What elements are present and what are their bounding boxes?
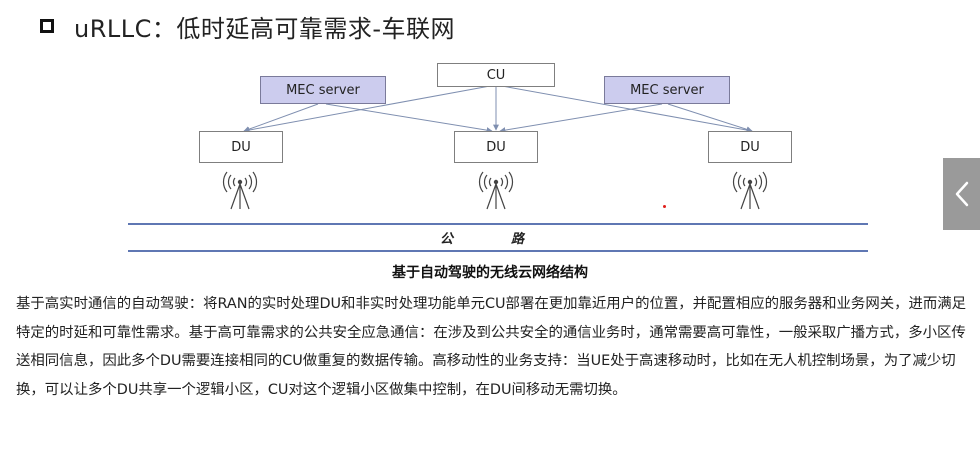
description-paragraph: 基于高实时通信的自动驾驶：将RAN的实时处理DU和非实时处理功能单元CU部署在更… (16, 296, 967, 398)
du-node-left: DU (199, 131, 283, 163)
connection-arrows (243, 85, 753, 134)
road-label-char-1: 公 (440, 232, 454, 247)
mec-server-left: MEC server (260, 76, 386, 104)
antenna-icon (222, 171, 258, 210)
title-text: uRLLC：低时延高可靠需求-车联网 (74, 14, 456, 43)
arrow-cu-du-left (243, 85, 491, 133)
du-left-label: DU (231, 139, 251, 155)
antenna-icon (478, 171, 514, 210)
arrow-mec-right-du-right (667, 103, 753, 133)
arrow-mec-left-du-left (243, 103, 319, 132)
road-label-char-2: 路 (511, 232, 525, 247)
cu-label: CU (486, 67, 506, 83)
chevron-left-icon (955, 181, 968, 207)
cursor-dot (663, 205, 666, 208)
du-node-center: DU (454, 131, 538, 163)
du-node-right: DU (708, 131, 792, 163)
square-bullet-icon (40, 19, 54, 33)
arrow-cu-du-right (501, 85, 753, 133)
slide-title: uRLLC：低时延高可靠需求-车联网 (40, 8, 455, 44)
antenna-icon (732, 171, 768, 210)
du-right-label: DU (740, 139, 760, 155)
mec-left-label: MEC server (286, 82, 360, 98)
arrow-mec-right-du-center (499, 103, 663, 134)
mec-right-label: MEC server (630, 82, 704, 98)
slide-nav-prev[interactable] (943, 158, 980, 230)
arrow-mec-left-du-center (325, 103, 493, 134)
diagram-caption: 基于自动驾驶的无线云网络结构 (392, 265, 588, 281)
road (128, 223, 868, 252)
mec-server-right: MEC server (604, 76, 730, 104)
du-center-label: DU (486, 139, 506, 155)
cu-node: CU (437, 63, 555, 87)
